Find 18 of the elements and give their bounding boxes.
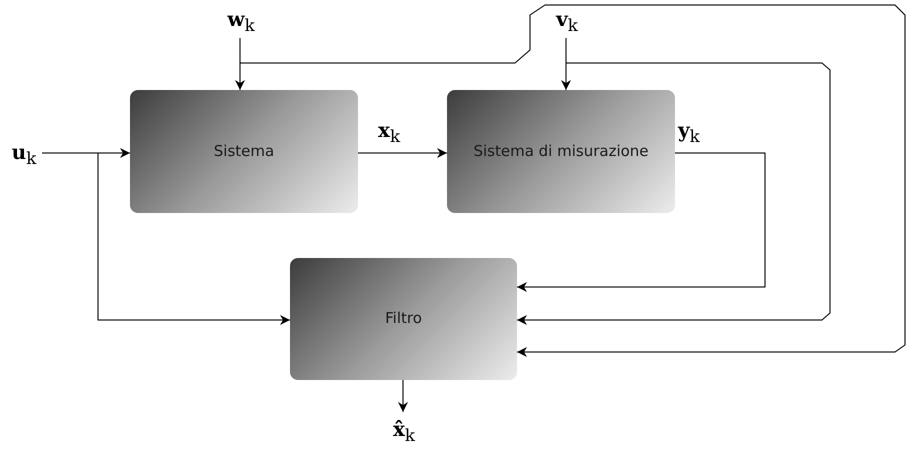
block-label: Sistema <box>214 142 274 162</box>
arrow <box>516 152 766 292</box>
arrow <box>516 38 830 325</box>
arrow <box>358 148 448 158</box>
edge-label: y$_{k}$ <box>678 118 700 146</box>
arrow <box>398 380 408 412</box>
process-block <box>447 90 675 213</box>
signal-label: x̂$_{k}$ <box>392 417 416 445</box>
signal-label: w$_{k}$ <box>227 7 255 35</box>
block-label: Sistema di misurazione <box>473 142 649 162</box>
process-block <box>130 90 358 213</box>
signal-label: u$_{k}$ <box>12 140 36 168</box>
arrow <box>42 152 290 325</box>
signal-label: v$_{k}$ <box>556 7 578 35</box>
edge-label: x$_{k}$ <box>378 118 400 146</box>
process-block <box>290 258 517 380</box>
block-label: Filtro <box>385 309 422 329</box>
arrow <box>240 4 906 357</box>
